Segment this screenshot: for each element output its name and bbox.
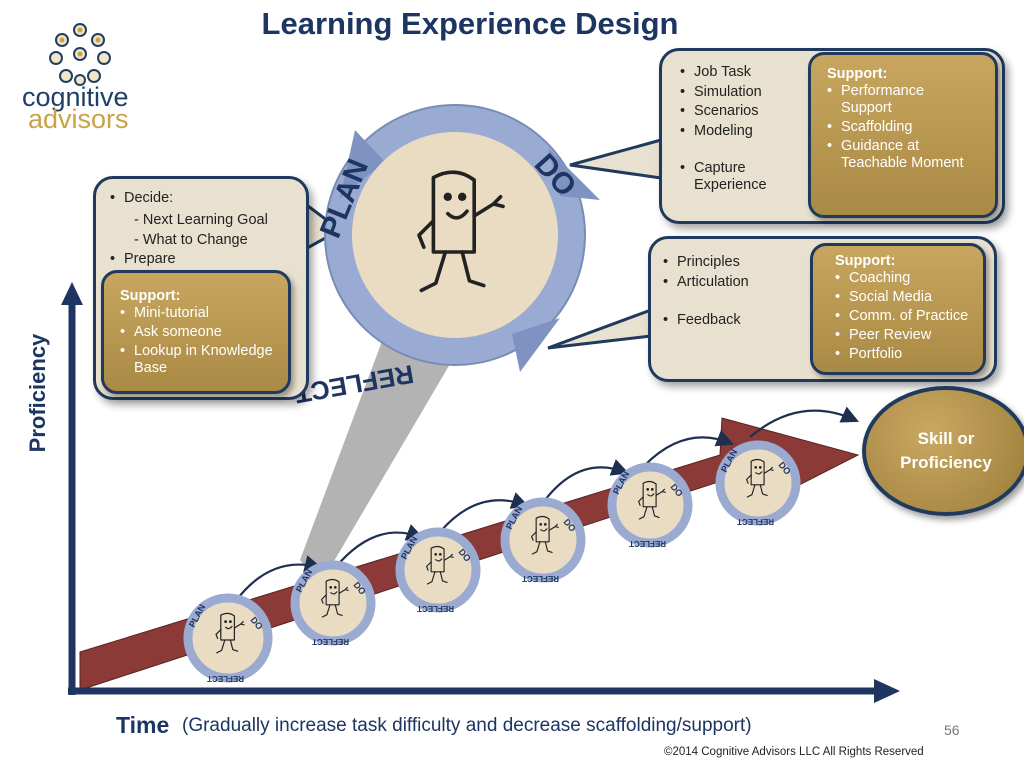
reflect-support-item: Coaching [835, 270, 983, 287]
plan-support-item: Lookup in Knowledge Base [120, 343, 288, 377]
reflect-support-item: Peer Review [835, 327, 983, 344]
plan-support-item: Ask someone [120, 324, 288, 341]
plan-support-title: Support: [120, 288, 181, 304]
small-cycles: PLAN DO REFLECT PLAN DO REFLECT PLAN DO … [183, 440, 801, 683]
plan-support-box: Support: Mini-tutorial Ask someone Looku… [101, 270, 291, 394]
reflect-support-box: Support: Coaching Social Media Comm. of … [810, 243, 986, 375]
svg-text:REFLECT: REFLECT [629, 539, 666, 548]
plan-item: Decide: [110, 189, 173, 209]
page-number: 56 [944, 722, 960, 738]
x-axis-label-bold: Time [116, 712, 170, 738]
y-axis-label: Proficiency [25, 333, 50, 453]
copyright-notice: ©2014 Cognitive Advisors LLC All Rights … [664, 746, 924, 758]
plan-item: Prepare [110, 250, 176, 270]
logo-text-advisors: advisors [28, 104, 129, 134]
do-support-box: Support: Performance Support Scaffolding… [808, 52, 998, 218]
svg-text:REFLECT: REFLECT [737, 517, 774, 526]
svg-text:REFLECT: REFLECT [207, 674, 244, 683]
do-support-item: Performance Support [827, 83, 977, 117]
plan-subitem: - Next Learning Goal [134, 212, 268, 228]
main-cycle: PLAN DO REFLECT [293, 104, 600, 409]
do-support-item: Guidance at Teachable Moment [827, 138, 977, 172]
logo-icon [49, 23, 111, 86]
svg-text:REFLECT: REFLECT [312, 637, 349, 646]
reflect-support-item: Comm. of Practice [835, 308, 983, 325]
reflect-item: Principles [663, 253, 749, 273]
goal-line: Skill or [917, 429, 975, 448]
x-axis-label-description: (Gradually increase task difficulty and … [182, 715, 752, 736]
goal-line: Proficiency [900, 453, 992, 472]
svg-text:REFLECT: REFLECT [522, 574, 559, 583]
reflect-item: Articulation [663, 273, 749, 293]
do-item: Scenarios [680, 102, 810, 122]
reflect-support-item: Social Media [835, 289, 983, 306]
reflect-support-title: Support: [835, 253, 896, 269]
reflect-support-item: Portfolio [835, 346, 983, 363]
axes [61, 282, 900, 703]
do-support-item: Scaffolding [827, 119, 977, 136]
plan-support-item: Mini-tutorial [120, 305, 288, 322]
reflect-item: Feedback [663, 311, 749, 331]
logo-text-cognitive: cognitive [22, 82, 129, 112]
do-item: Simulation [680, 83, 810, 103]
do-item: Job Task [680, 63, 810, 83]
slide-title: Learning Experience Design [261, 6, 679, 41]
do-support-title: Support: [827, 66, 888, 82]
svg-text:REFLECT: REFLECT [417, 604, 454, 613]
plan-subitem: - What to Change [134, 232, 248, 248]
do-item: Capture Experience [680, 160, 810, 194]
skill-proficiency-goal: Skill or Proficiency [862, 386, 1024, 516]
do-item: Modeling [680, 122, 810, 142]
